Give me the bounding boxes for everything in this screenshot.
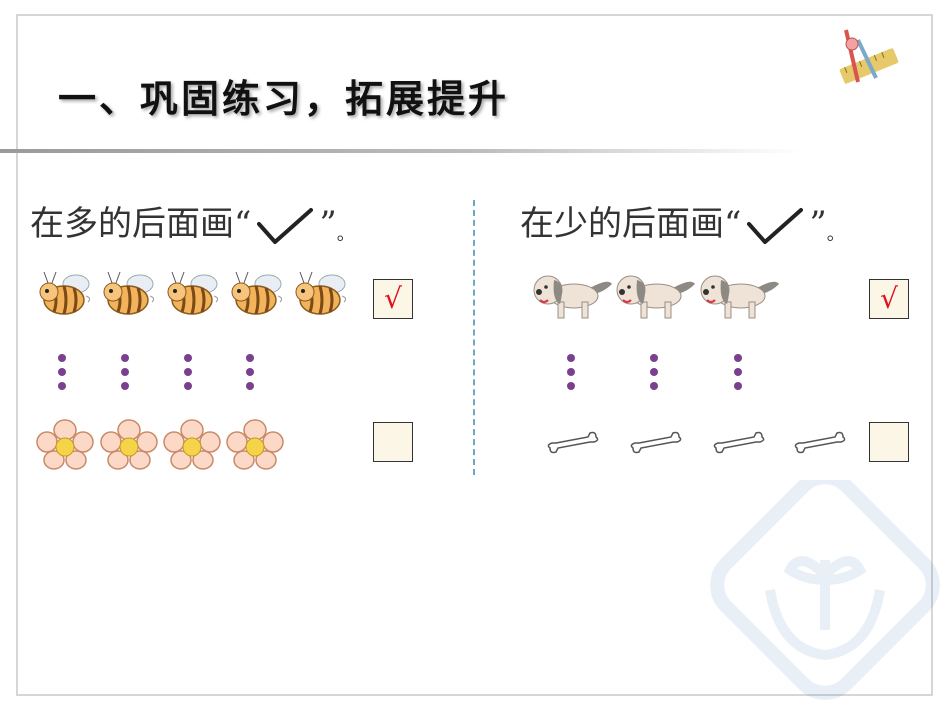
correspondence-dots: [58, 354, 66, 396]
flower-icon: [226, 419, 284, 470]
left-bottom-answer-box[interactable]: [373, 422, 413, 462]
checkmark-icon: [747, 208, 804, 244]
correspondence-dots: [184, 354, 192, 396]
right-instruction-period: 。: [826, 224, 845, 245]
ruler-compass-icon: [839, 29, 899, 84]
right-instruction-close-quote: ”: [809, 204, 827, 244]
bee-icon: [167, 271, 219, 315]
right-instruction: 在少的后面画“ ”。: [520, 196, 845, 246]
bone-icon: [630, 431, 682, 454]
right-bottom-answer-box[interactable]: [869, 422, 909, 462]
flower-icon: [100, 419, 158, 470]
flower-icon: [36, 419, 94, 470]
right-top-answer-box[interactable]: √: [869, 279, 909, 319]
flower-icon: [163, 419, 221, 470]
checkmark-icon: [257, 208, 314, 244]
left-instruction: 在多的后面画“ ”。: [30, 196, 355, 246]
left-top-answer-box[interactable]: √: [373, 279, 413, 319]
bone-icon: [547, 431, 599, 454]
bee-icon: [39, 271, 91, 315]
correspondence-dots: [567, 354, 575, 396]
correspondence-dots: [734, 354, 742, 396]
bee-icon: [231, 271, 283, 315]
publisher-logo-watermark: [710, 480, 940, 700]
left-instruction-period: 。: [336, 224, 355, 245]
slide-frame: [16, 14, 933, 696]
left-instruction-close-quote: ”: [319, 204, 337, 244]
dog-icon: [616, 275, 695, 319]
bee-icon: [103, 271, 155, 315]
correspondence-dots: [246, 354, 254, 396]
right-instruction-text: 在少的后面画“: [520, 204, 742, 244]
correspondence-dots: [650, 354, 658, 396]
dog-icon: [700, 275, 779, 319]
dog-icon: [533, 275, 612, 319]
bee-icon: [295, 271, 347, 315]
bone-icon: [794, 431, 846, 454]
correspondence-dots: [121, 354, 129, 396]
title-underline: [0, 149, 800, 153]
page-title: 一、巩固练习，拓展提升: [58, 77, 510, 121]
left-instruction-text: 在多的后面画“: [30, 204, 252, 244]
bone-icon: [713, 431, 765, 454]
section-divider: [473, 200, 475, 475]
